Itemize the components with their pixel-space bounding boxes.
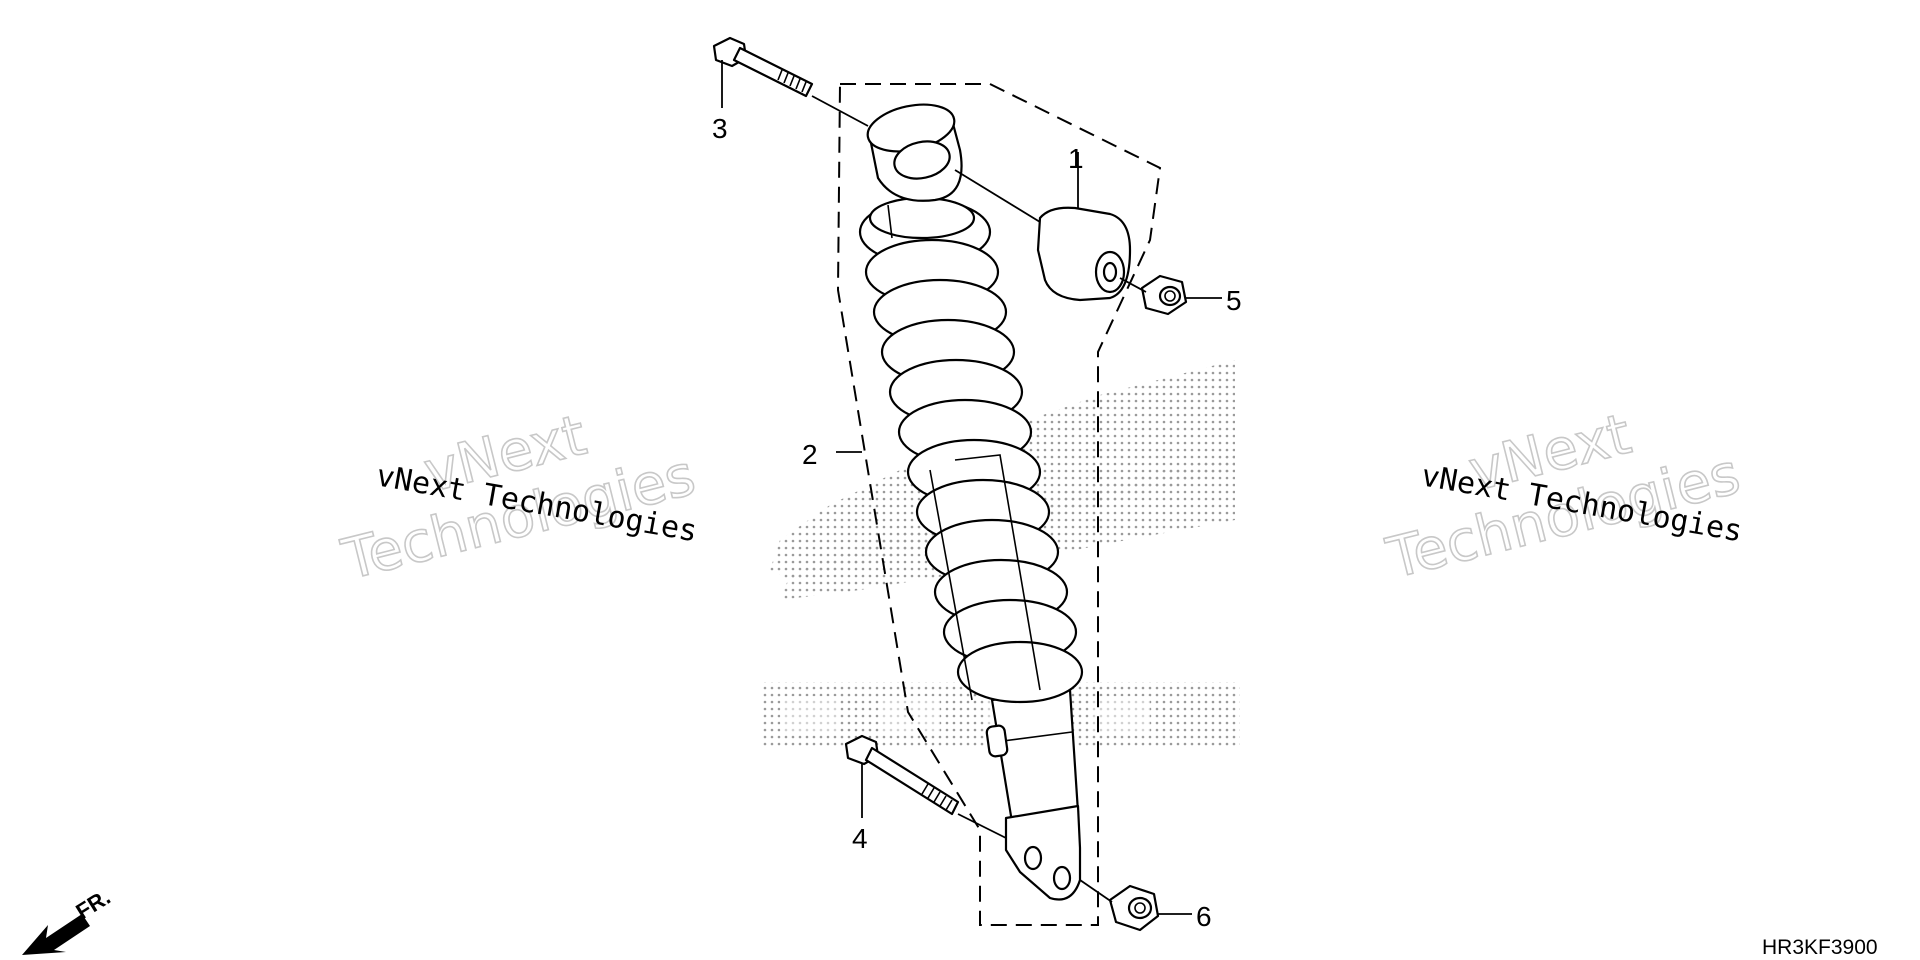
callout-1: 1 bbox=[1068, 143, 1084, 174]
assembly-outline bbox=[836, 83, 1162, 926]
lower-bolt bbox=[844, 734, 960, 816]
callout-3: 3 bbox=[712, 113, 728, 144]
front-arrow-icon: FR. bbox=[22, 884, 115, 955]
upper-nut bbox=[1140, 274, 1188, 316]
diagram-code: HR3KF3900 bbox=[1762, 936, 1878, 959]
rubber-bushing bbox=[1036, 206, 1132, 302]
spring-coils bbox=[858, 198, 1084, 704]
callout-2: 2 bbox=[802, 439, 818, 470]
leader-lines bbox=[721, 60, 1222, 915]
callout-4: 4 bbox=[852, 823, 868, 854]
callout-6: 6 bbox=[1196, 901, 1212, 932]
shock-absorber bbox=[858, 103, 1084, 901]
upper-bolt bbox=[712, 36, 814, 98]
lower-nut bbox=[1108, 884, 1160, 932]
callout-5: 5 bbox=[1226, 285, 1242, 316]
